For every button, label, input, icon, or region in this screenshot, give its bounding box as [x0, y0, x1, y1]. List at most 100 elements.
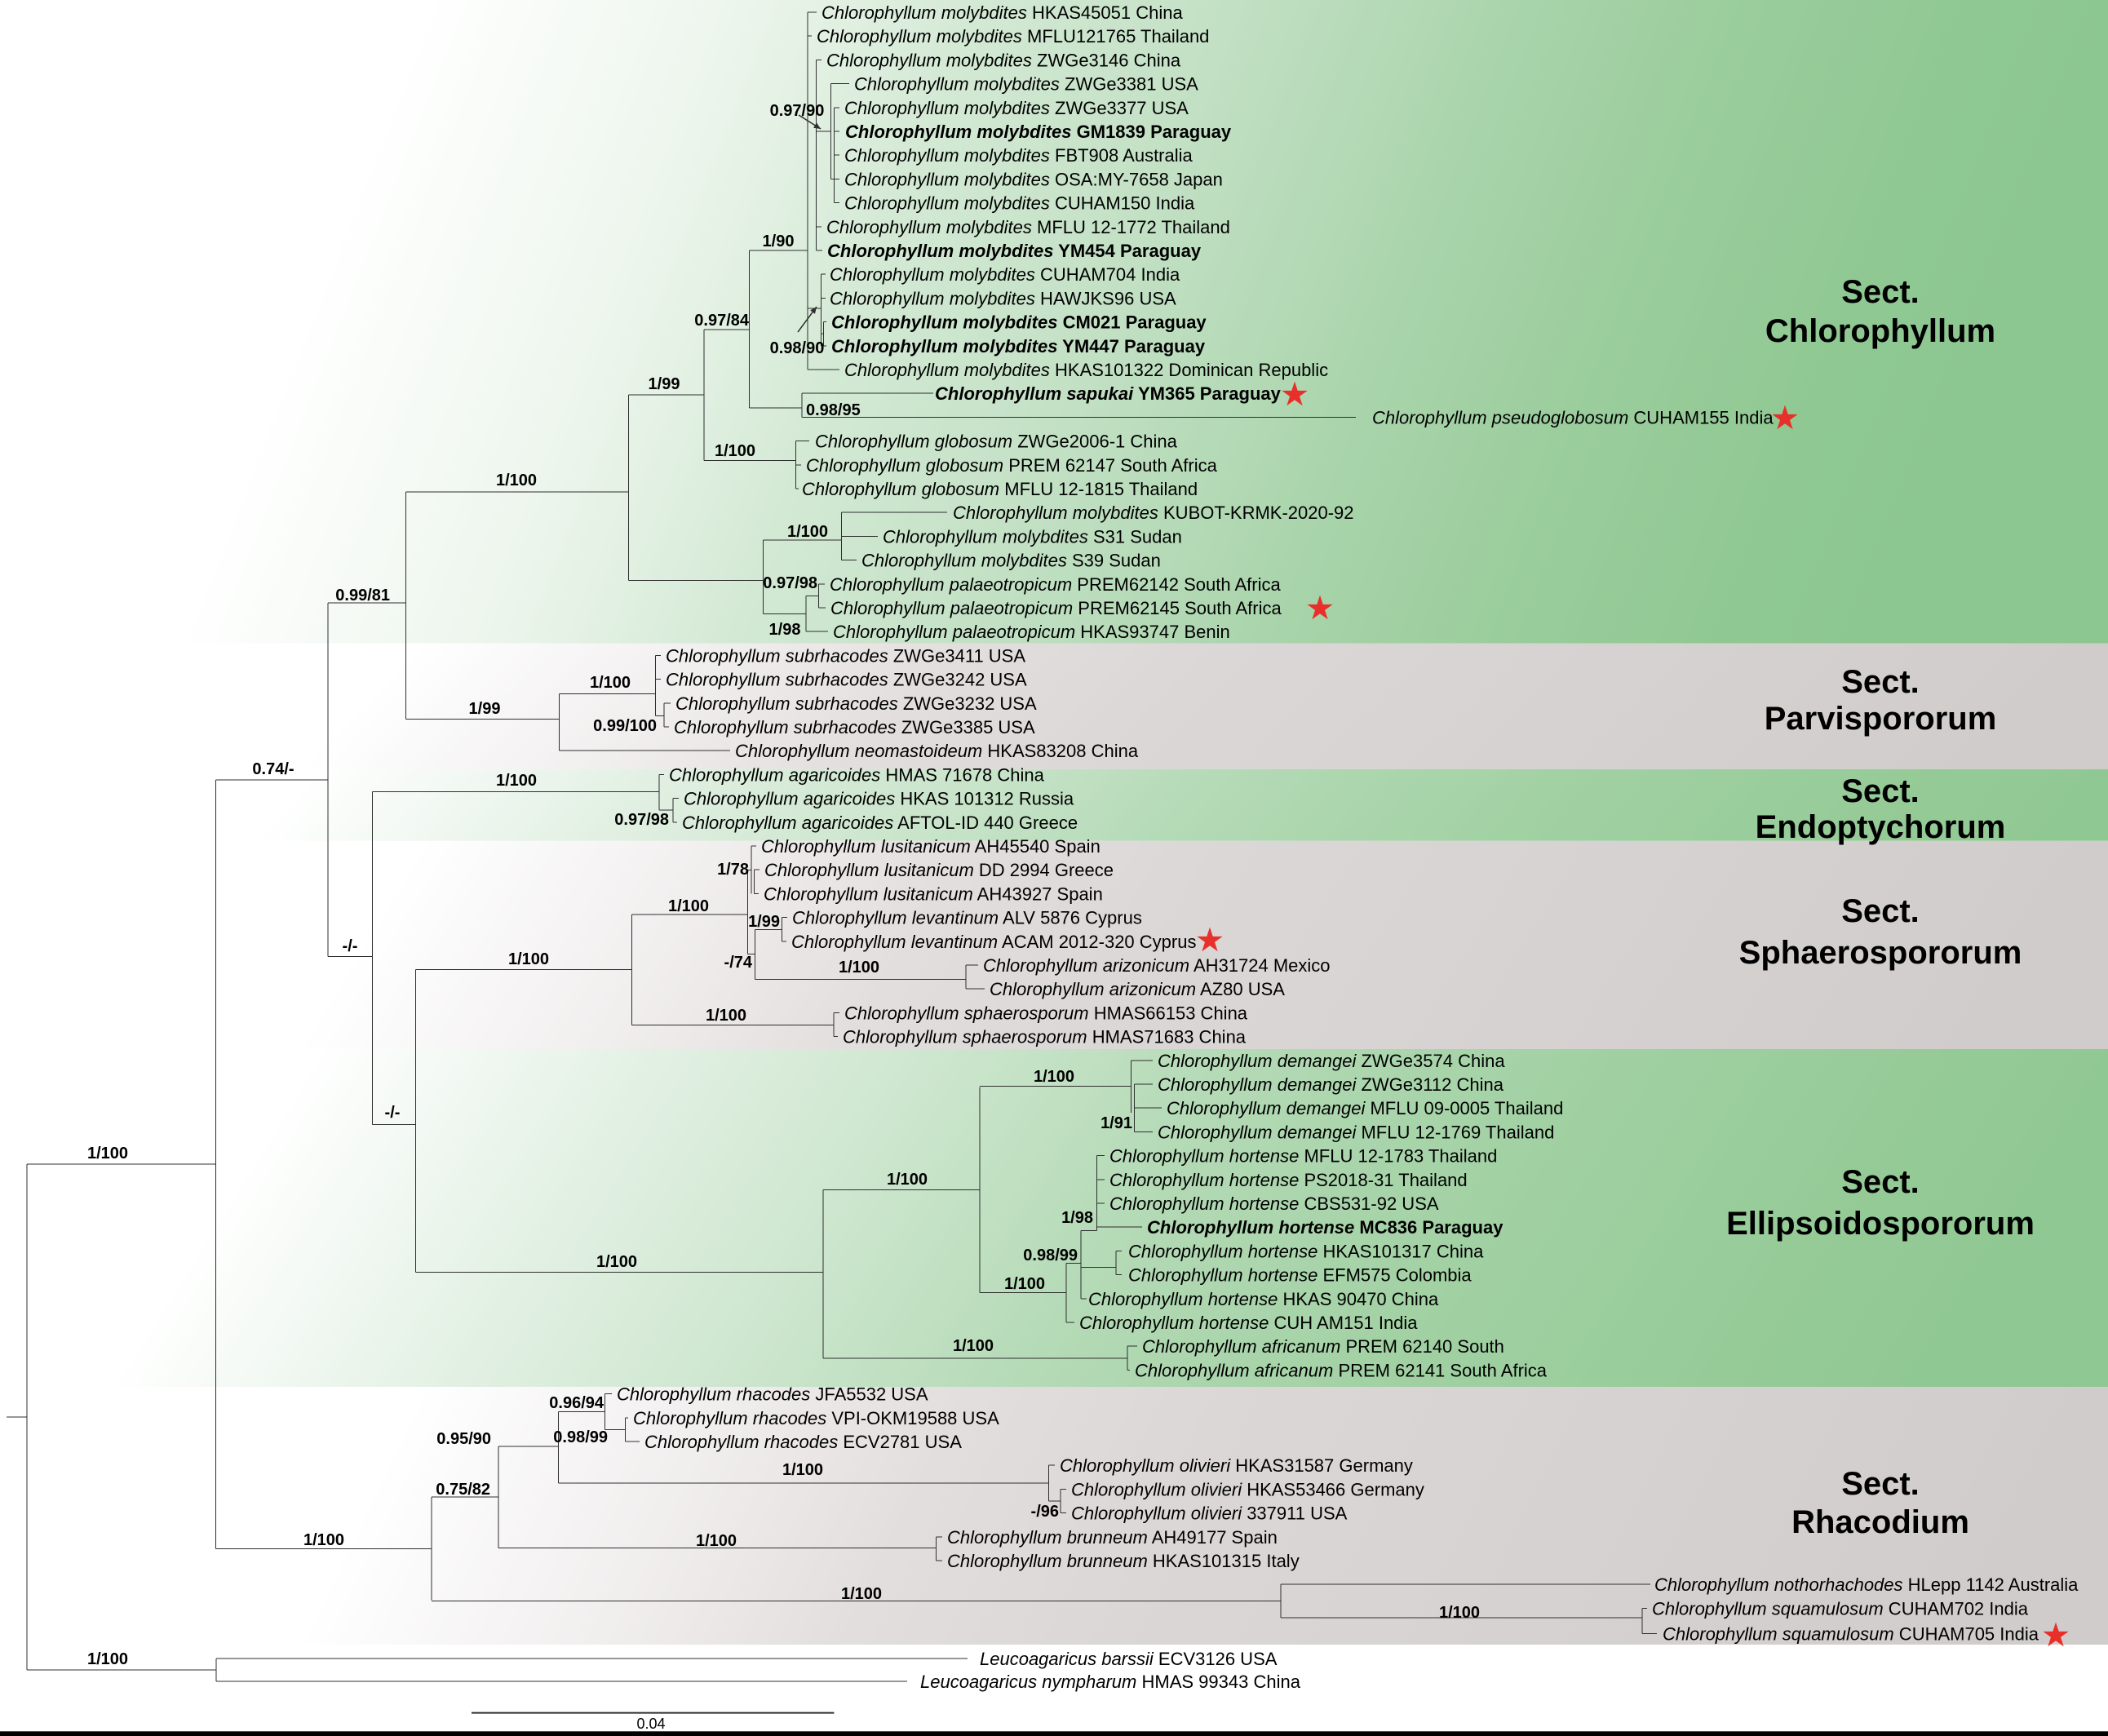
svg-text:Chlorophyllum molybdites S39 S: Chlorophyllum molybdites S39 Sudan	[861, 551, 1161, 571]
svg-text:0.99/100: 0.99/100	[593, 717, 657, 735]
svg-text:1/100: 1/100	[496, 472, 537, 489]
svg-text:Chlorophyllum molybdites MFLU1: Chlorophyllum molybdites MFLU121765 Thai…	[817, 26, 1209, 46]
svg-text:Chlorophyllum molybdites HKAS1: Chlorophyllum molybdites HKAS101322 Domi…	[844, 360, 1328, 380]
svg-text:1/100: 1/100	[1439, 1604, 1480, 1622]
svg-text:0.97/90: 0.97/90	[770, 102, 825, 120]
svg-text:Chlorophyllum palaeotropicum H: Chlorophyllum palaeotropicum HKAS93747 B…	[833, 622, 1230, 642]
svg-text:Chlorophyllum molybdites HKAS4: Chlorophyllum molybdites HKAS45051 China	[822, 2, 1183, 23]
svg-text:Sect.: Sect.	[1841, 274, 1920, 310]
svg-text:0.97/98: 0.97/98	[763, 574, 817, 592]
svg-text:Chlorophyllum brunneum HKAS101: Chlorophyllum brunneum HKAS101315 Italy	[947, 1551, 1300, 1571]
svg-text:1/99: 1/99	[469, 700, 501, 718]
svg-text:Leucoagaricus nympharum HMAS 9: Leucoagaricus nympharum HMAS 99343 China	[920, 1672, 1301, 1692]
svg-text:Chlorophyllum hortense CBS531-: Chlorophyllum hortense CBS531-92 USA	[1109, 1194, 1439, 1214]
svg-text:Chlorophyllum sphaerosporum HM: Chlorophyllum sphaerosporum HMAS71683 Ch…	[843, 1027, 1247, 1047]
svg-text:Endoptychorum: Endoptychorum	[1756, 809, 2006, 845]
svg-text:Chlorophyllum subrhacodes ZWGe: Chlorophyllum subrhacodes ZWGe3232 USA	[675, 693, 1037, 714]
svg-text:Chlorophyllum molybdites ZWGe3: Chlorophyllum molybdites ZWGe3146 China	[826, 50, 1181, 70]
svg-text:Chlorophyllum hortense HKAS 90: Chlorophyllum hortense HKAS 90470 China	[1088, 1289, 1439, 1309]
svg-text:-/-: -/-	[343, 937, 358, 955]
svg-text:0.74/-: 0.74/-	[252, 760, 294, 778]
svg-text:0.99/81: 0.99/81	[335, 587, 390, 604]
svg-text:Chlorophyllum molybdites GM183: Chlorophyllum molybdites GM1839 Paraguay	[845, 122, 1232, 142]
svg-text:0.97/84: 0.97/84	[694, 312, 750, 330]
svg-text:Chlorophyllum: Chlorophyllum	[1765, 313, 1995, 349]
svg-text:1/100: 1/100	[590, 674, 631, 692]
svg-text:Chlorophyllum arizonicum AZ80: Chlorophyllum arizonicum AZ80 USA	[990, 979, 1285, 999]
svg-text:1/100: 1/100	[668, 897, 709, 915]
svg-text:Chlorophyllum subrhacodes ZWGe: Chlorophyllum subrhacodes ZWGe3411 USA	[666, 645, 1025, 666]
svg-text:Chlorophyllum rhacodes JFA5532: Chlorophyllum rhacodes JFA5532 USA	[617, 1384, 928, 1405]
svg-text:1/100: 1/100	[596, 1253, 637, 1271]
svg-text:Chlorophyllum olivieri HKAS534: Chlorophyllum olivieri HKAS53466 Germany	[1071, 1479, 1424, 1499]
svg-text:Chlorophyllum agaricoides AFTO: Chlorophyllum agaricoides AFTOL-ID 440 G…	[682, 813, 1078, 833]
svg-text:Sect.: Sect.	[1841, 664, 1920, 700]
svg-text:Sect.: Sect.	[1841, 1164, 1920, 1200]
svg-text:Chlorophyllum demangei MFLU 12: Chlorophyllum demangei MFLU 12-1769 Thai…	[1158, 1122, 1554, 1142]
svg-text:1/78: 1/78	[717, 861, 749, 879]
svg-text:Chlorophyllum brunneum AH49177: Chlorophyllum brunneum AH49177 Spain	[947, 1527, 1278, 1548]
svg-text:Chlorophyllum africanum PREM 6: Chlorophyllum africanum PREM 62140 South	[1142, 1336, 1504, 1357]
svg-text:Chlorophyllum palaeotropicum P: Chlorophyllum palaeotropicum PREM62145 S…	[830, 598, 1282, 618]
svg-text:Chlorophyllum subrhacodes ZWGe: Chlorophyllum subrhacodes ZWGe3385 USA	[674, 717, 1035, 737]
svg-text:Chlorophyllum levantinum ALV 5: Chlorophyllum levantinum ALV 5876 Cyprus	[792, 908, 1142, 928]
svg-text:0.98/95: 0.98/95	[806, 401, 861, 419]
svg-text:Chlorophyllum palaeotropicum P: Chlorophyllum palaeotropicum PREM62142 S…	[830, 574, 1282, 595]
svg-text:0.97/98: 0.97/98	[614, 811, 669, 829]
svg-text:Chlorophyllum squamulosum CUHA: Chlorophyllum squamulosum CUHAM705 India	[1663, 1624, 2039, 1645]
svg-text:1/100: 1/100	[696, 1532, 737, 1550]
svg-text:Sect.: Sect.	[1841, 1466, 1920, 1502]
svg-text:Chlorophyllum demangei MFLU 0: Chlorophyllum demangei MFLU 09-0005 Thai…	[1167, 1098, 1563, 1118]
svg-text:Chlorophyllum agaricoides HMAS: Chlorophyllum agaricoides HMAS 71678 Chi…	[669, 764, 1045, 785]
svg-text:Sphaerospororum: Sphaerospororum	[1739, 935, 2022, 971]
svg-text:Chlorophyllum africanum PREM 6: Chlorophyllum africanum PREM 62141 South…	[1135, 1360, 1548, 1380]
svg-text:Rhacodium: Rhacodium	[1791, 1504, 1969, 1540]
svg-text:Chlorophyllum molybdites HAWJK: Chlorophyllum molybdites HAWJKS96 USA	[830, 288, 1176, 308]
svg-text:Chlorophyllum lusitanicum AH43: Chlorophyllum lusitanicum AH43927 Spain	[764, 884, 1103, 904]
svg-text:-/74: -/74	[724, 954, 753, 972]
svg-text:Chlorophyllum arizonicum AH317: Chlorophyllum arizonicum AH31724 Mexico	[983, 955, 1331, 976]
svg-text:1/100: 1/100	[715, 442, 755, 460]
svg-text:Chlorophyllum sphaerosporum HM: Chlorophyllum sphaerosporum HMAS66153 Ch…	[844, 1003, 1248, 1023]
svg-text:Chlorophyllum rhacodes VPI-OKM: Chlorophyllum rhacodes VPI-OKM19588 USA	[633, 1408, 999, 1428]
svg-text:1/99: 1/99	[649, 375, 680, 393]
svg-text:Sect.: Sect.	[1841, 773, 1920, 809]
svg-text:Sect.: Sect.	[1841, 893, 1920, 929]
svg-text:Chlorophyllum hortense HKAS101: Chlorophyllum hortense HKAS101317 China	[1128, 1241, 1484, 1261]
svg-text:1/98: 1/98	[769, 621, 801, 639]
svg-text:Chlorophyllum demangei ZWGe357: Chlorophyllum demangei ZWGe3574 China	[1158, 1051, 1505, 1071]
svg-text:0.95/90: 0.95/90	[436, 1430, 491, 1448]
svg-text:Chlorophyllum neomastoideum HK: Chlorophyllum neomastoideum HKAS83208 Ch…	[735, 741, 1139, 761]
svg-text:1/100: 1/100	[782, 1461, 823, 1479]
svg-text:Chlorophyllum hortense MFLU 12: Chlorophyllum hortense MFLU 12-1783 Thai…	[1109, 1146, 1497, 1167]
svg-text:Chlorophyllum molybdites S31 S: Chlorophyllum molybdites S31 Sudan	[883, 526, 1182, 547]
svg-text:Chlorophyllum molybdites YM454: Chlorophyllum molybdites YM454 Paraguay	[827, 241, 1202, 261]
svg-text:-/-: -/-	[385, 1104, 401, 1122]
svg-text:1/100: 1/100	[887, 1171, 928, 1189]
svg-text:Chlorophyllum molybdites ZWGe3: Chlorophyllum molybdites ZWGe3381 USA	[854, 74, 1198, 95]
svg-text:Chlorophyllum molybdites MFLU: Chlorophyllum molybdites MFLU 12-1772 Th…	[826, 217, 1230, 237]
svg-text:Chlorophyllum hortense MC836 P: Chlorophyllum hortense MC836 Paraguay	[1147, 1217, 1504, 1238]
svg-text:1/100: 1/100	[303, 1531, 344, 1549]
svg-text:1/100: 1/100	[706, 1007, 746, 1025]
svg-text:Chlorophyllum olivieri HKAS315: Chlorophyllum olivieri HKAS31587 Germany	[1060, 1455, 1413, 1476]
svg-text:Ellipsoidospororum: Ellipsoidospororum	[1726, 1206, 2035, 1242]
svg-text:Chlorophyllum rhacodes ECV2781: Chlorophyllum rhacodes ECV2781 USA	[644, 1432, 962, 1452]
svg-text:Chlorophyllum lusitanicum AH45: Chlorophyllum lusitanicum AH45540 Spain	[761, 836, 1100, 857]
svg-text:1/99: 1/99	[748, 913, 780, 931]
svg-text:Chlorophyllum hortense EFM575: Chlorophyllum hortense EFM575 Colombia	[1128, 1265, 1472, 1286]
svg-text:Chlorophyllum molybdites ZWGe3: Chlorophyllum molybdites ZWGe3377 USA	[844, 98, 1189, 118]
svg-text:0.98/99: 0.98/99	[1023, 1247, 1078, 1264]
svg-text:0.75/82: 0.75/82	[436, 1481, 490, 1499]
svg-text:-/96: -/96	[1031, 1503, 1059, 1521]
svg-text:Chlorophyllum molybdites CUHAM: Chlorophyllum molybdites CUHAM150 India	[844, 193, 1195, 214]
svg-text:Chlorophyllum molybdites FBT90: Chlorophyllum molybdites FBT908 Australi…	[844, 145, 1194, 166]
svg-text:1/100: 1/100	[953, 1337, 994, 1355]
svg-text:1/100: 1/100	[787, 523, 828, 541]
svg-text:Chlorophyllum molybdites KUBOT: Chlorophyllum molybdites KUBOT-KRMK-2020…	[953, 503, 1354, 523]
svg-text:Chlorophyllum hortense CUH AM1: Chlorophyllum hortense CUH AM151 India	[1079, 1313, 1418, 1333]
svg-text:1/100: 1/100	[496, 772, 537, 790]
svg-text:Chlorophyllum pseudoglobosum C: Chlorophyllum pseudoglobosum CUHAM155 In…	[1372, 407, 1774, 427]
svg-text:1/100: 1/100	[508, 950, 549, 968]
svg-text:1/100: 1/100	[87, 1650, 128, 1668]
